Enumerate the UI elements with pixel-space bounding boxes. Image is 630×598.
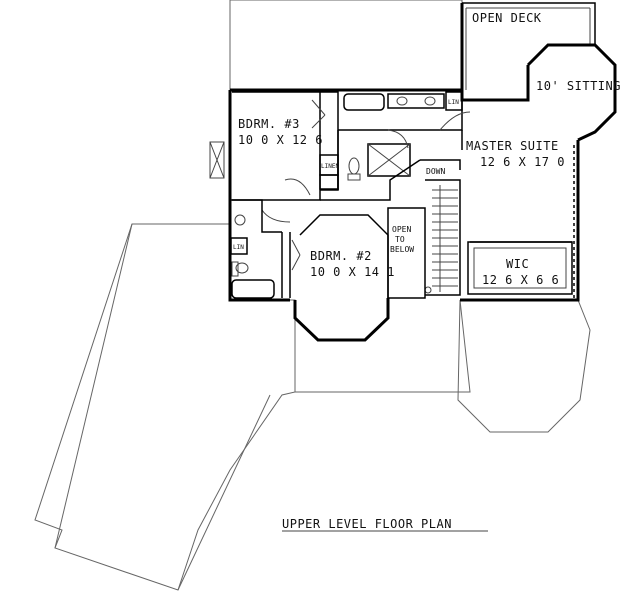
- master-suite-label: MASTER SUITE: [466, 139, 559, 153]
- bath-door: [387, 129, 409, 149]
- sink: [234, 214, 246, 226]
- sink: [424, 96, 436, 106]
- open-to-below-label: OPEN: [392, 225, 411, 234]
- hall-door: [261, 209, 291, 223]
- window: [209, 141, 225, 179]
- hall-door: [284, 178, 311, 196]
- vanity: [387, 93, 445, 109]
- open-to-below-label: BELOW: [390, 245, 414, 254]
- wic-dimensions: 12 6 X 6 6: [482, 273, 559, 287]
- down-label: DOWN: [426, 167, 445, 176]
- closet-door: [311, 99, 326, 116]
- master-suite-dimensions: 12 6 X 17 0: [480, 155, 565, 169]
- linen-label: LINEN: [321, 163, 339, 170]
- open-to-below-label: TO: [395, 235, 405, 244]
- exterior-wall: [460, 140, 580, 302]
- roof-ridge-line: [54, 223, 133, 549]
- toilet: [347, 173, 361, 181]
- window: [209, 141, 225, 179]
- lower-roof-outline: [457, 299, 591, 433]
- sink: [396, 96, 408, 106]
- bdrm2-label: BDRM. #2: [310, 249, 372, 263]
- bathtub: [343, 93, 385, 111]
- toilet: [348, 157, 360, 175]
- bdrm3-walls: [232, 91, 321, 201]
- sitting-room-walls: [520, 65, 530, 102]
- plan-title: UPPER LEVEL FLOOR PLAN: [282, 517, 452, 531]
- linen-label: LIN: [448, 99, 459, 106]
- toilet: [235, 262, 249, 274]
- closet-door: [311, 114, 326, 129]
- toilet: [231, 261, 239, 277]
- hall-wall: [320, 159, 421, 201]
- closet-door: [291, 254, 301, 271]
- shower: [367, 143, 411, 177]
- roof-ridge-line: [177, 394, 271, 591]
- lower-roof-outline: [295, 299, 471, 393]
- bdrm3-dimensions: 10 0 X 12 6: [238, 133, 323, 147]
- bdrm2-walls: [299, 214, 389, 298]
- exterior-wall: [228, 90, 290, 302]
- bdrm2-dimensions: 10 0 X 14 1: [310, 265, 395, 279]
- wic-walls: [473, 247, 567, 289]
- shower: [367, 143, 411, 177]
- bathtub: [231, 279, 275, 299]
- stairs: [424, 179, 461, 296]
- bdrm3-label: BDRM. #3: [238, 117, 300, 131]
- sitting-label: 10' SITTING: [536, 79, 621, 93]
- closet-door: [291, 239, 301, 256]
- wic-label: WIC: [506, 257, 529, 271]
- master-door: [439, 111, 471, 131]
- bath2-walls: [230, 199, 282, 233]
- roof-block: [229, 0, 463, 91]
- master-wall: [420, 159, 461, 170]
- lower-roof-outline: [34, 223, 296, 591]
- linen-closet: [319, 174, 339, 190]
- sitting-room-walls: [526, 43, 617, 142]
- linen-label: LIN: [233, 244, 244, 251]
- open-deck-outline: [462, 2, 596, 45]
- linen-closet: [230, 237, 248, 255]
- bdrm2-bay: [293, 298, 390, 342]
- open-deck-label: OPEN DECK: [472, 11, 542, 25]
